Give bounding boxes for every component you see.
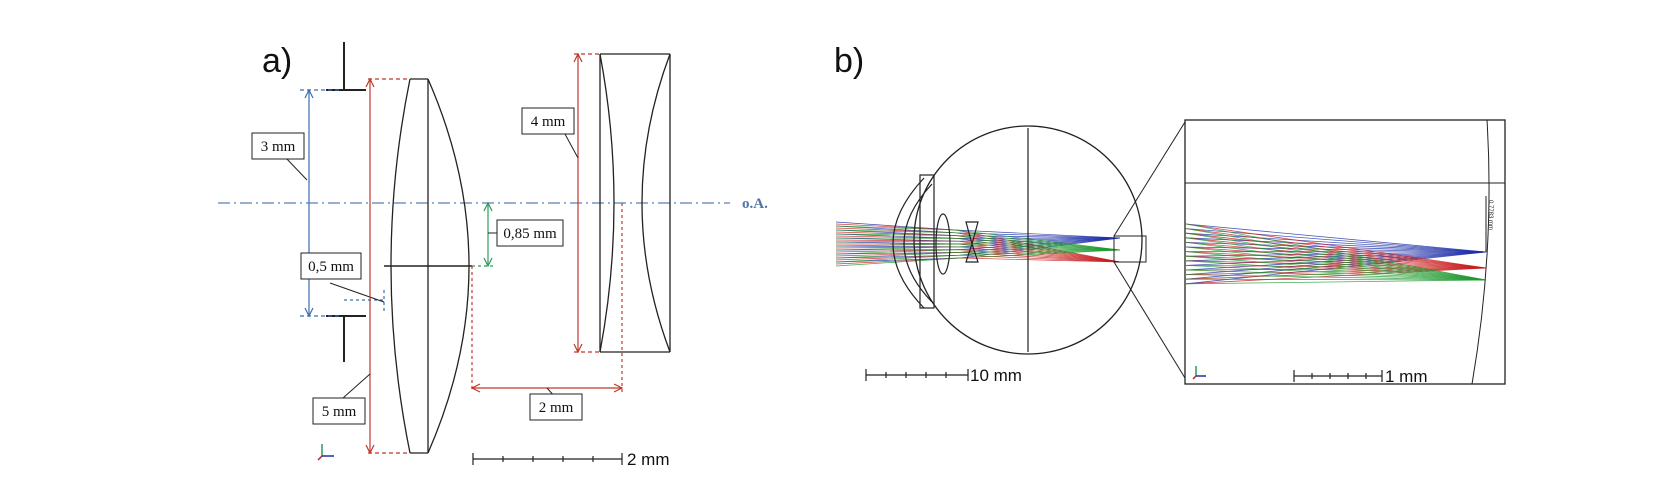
ray-line — [835, 240, 1121, 251]
aperture-label-box — [251, 132, 305, 160]
inset-ray-line — [1185, 260, 1487, 281]
inset-ray-line — [1185, 279, 1487, 285]
sag-label: 0,85 mm — [503, 226, 557, 242]
inset-ray-line — [1185, 223, 1487, 269]
inset-ray-line — [1185, 223, 1487, 281]
lens2-height-dimension — [573, 52, 600, 354]
inset-ray-line — [1185, 246, 1487, 253]
ray-line — [835, 229, 1121, 251]
ray-line — [835, 249, 1121, 259]
inset-ray-line — [1185, 260, 1487, 269]
sag-dimension — [472, 201, 494, 268]
ray-line — [835, 249, 1121, 255]
inset-ray-line — [1185, 267, 1487, 280]
panel-a-label: a) — [262, 42, 292, 80]
inset-ray-line — [1185, 278, 1487, 281]
inset-ray-line — [1185, 255, 1487, 281]
gap-dimension — [344, 290, 385, 312]
eyeball — [913, 125, 1143, 355]
ray-line — [835, 225, 1121, 251]
separation-label-box — [529, 393, 583, 421]
inset-ray-line — [1185, 228, 1487, 269]
inset-ray-line — [1185, 232, 1487, 281]
ray-fan — [835, 221, 1121, 267]
optical-axis-label: o.A. — [742, 196, 768, 212]
inset-ray-line — [1185, 232, 1487, 253]
inset-ray-line — [1185, 265, 1487, 269]
leader-aperture — [284, 156, 308, 181]
lens-2 — [599, 53, 671, 353]
inset-ray-line — [1185, 228, 1487, 253]
lens2-height-label-box — [521, 107, 575, 135]
inset-ray-line — [1185, 242, 1487, 281]
zoom-region — [1113, 235, 1147, 263]
zoom-connector-bottom — [1113, 261, 1186, 379]
panel-a: a) o.A. 3 mm 0,5 mm — [218, 42, 768, 469]
inset-ray-line — [1185, 237, 1487, 269]
inset-axis-triad-icon — [1192, 366, 1206, 380]
lens-height-label-box — [312, 397, 366, 425]
inset-ray-line — [1185, 232, 1487, 269]
inset-ray-line — [1185, 246, 1487, 281]
inset-ray-line — [1185, 242, 1487, 269]
inset-ray-line — [1185, 246, 1487, 269]
ray-line — [835, 237, 1121, 251]
gap-label: 0,5 mm — [308, 259, 354, 275]
zoom-connector-top — [1113, 121, 1186, 237]
ray-line — [835, 246, 1121, 251]
ray-line — [835, 233, 1121, 251]
axis-triad-icon — [317, 444, 334, 461]
inset-ray-line — [1185, 274, 1487, 281]
scale-bar-b-main-label: 10 mm — [970, 366, 1022, 385]
inset-ray-line — [1185, 269, 1487, 281]
scale-bar-b-inset-label: 1 mm — [1385, 367, 1428, 386]
ray-line — [835, 249, 1121, 267]
gap-label-box — [300, 252, 362, 280]
lens-height-dimension — [365, 77, 410, 455]
inset-ray-line — [1185, 228, 1487, 281]
scale-bar-a — [472, 453, 623, 465]
aperture-stop — [326, 42, 366, 362]
inset-ray-line — [1185, 267, 1487, 271]
inset-ray-line — [1185, 267, 1487, 275]
lens-1 — [384, 78, 472, 454]
inset-ray-line — [1185, 237, 1487, 281]
leader-lens-height — [342, 373, 371, 399]
aperture-label: 3 mm — [261, 139, 296, 155]
panel-b: b) 0.7783 mm — [834, 42, 1506, 386]
separation-label: 2 mm — [539, 400, 574, 416]
lens-height-label: 5 mm — [322, 404, 357, 420]
ray-line — [835, 249, 1121, 263]
inset-ray-line — [1185, 251, 1487, 281]
inset-ray-line — [1185, 265, 1487, 281]
leader-lens2-height — [564, 133, 579, 159]
inset-ray-line — [1185, 237, 1487, 253]
inset-ray-line — [1185, 255, 1487, 269]
scale-bar-a-label: 2 mm — [627, 450, 670, 469]
eye-optics — [892, 174, 979, 309]
inset-retina-curve — [1471, 119, 1490, 385]
inset-ray-line — [1185, 223, 1487, 253]
ray-line — [835, 243, 1121, 251]
inset-ray-line — [1185, 251, 1487, 269]
inset-ray-line — [1185, 242, 1487, 253]
leader-gap — [329, 282, 385, 303]
scale-bar-b-main — [865, 369, 969, 381]
inset-ray-fan — [1185, 223, 1487, 285]
sag-label-box — [496, 219, 564, 247]
lens2-height-label: 4 mm — [531, 114, 566, 130]
panel-b-label: b) — [834, 42, 864, 80]
scale-bar-b-inset — [1293, 370, 1383, 382]
inset-value-label: 0.7783 mm — [1487, 200, 1493, 230]
